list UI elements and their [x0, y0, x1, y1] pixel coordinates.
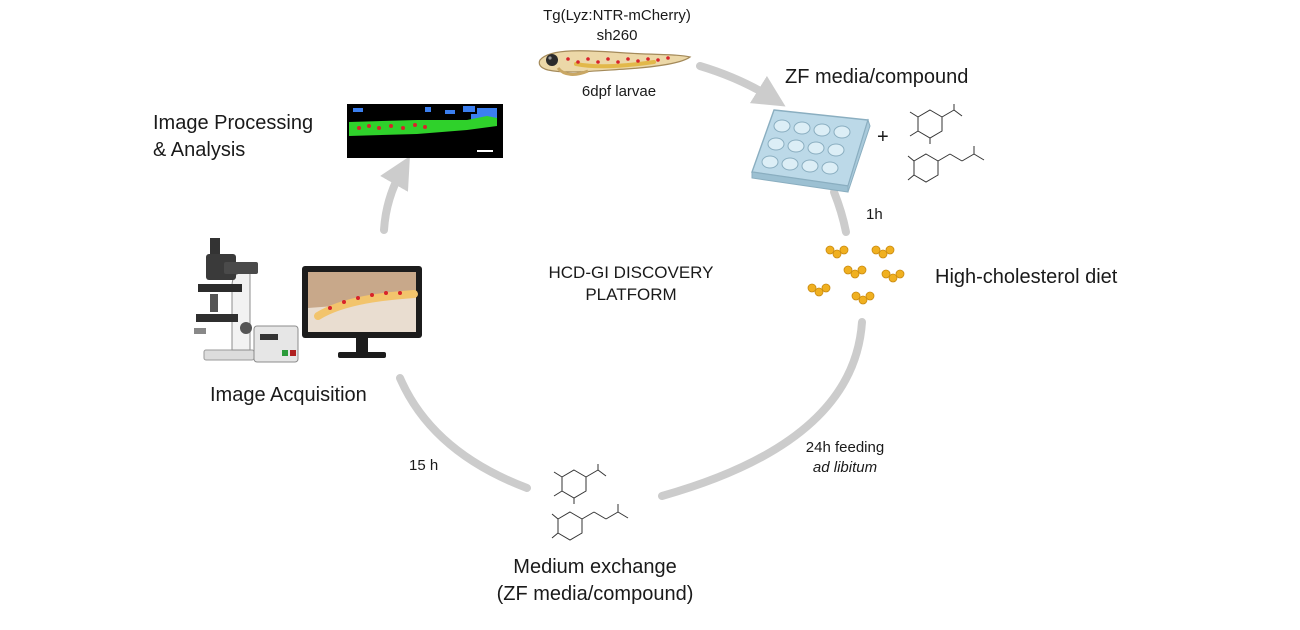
larvae-genotype-line1: Tg(Lyz:NTR-mCherry): [543, 7, 691, 24]
center-title-line1: HCD-GI DISCOVERY: [548, 263, 714, 282]
arrow-acquisition-to-processing: [380, 156, 410, 234]
monitor-icon: [302, 266, 422, 358]
diet-label: High-cholesterol diet: [935, 266, 1118, 288]
plus-sign: +: [877, 126, 889, 148]
acquisition-label: Image Acquisition: [210, 384, 367, 406]
center-title-line2: PLATFORM: [585, 285, 677, 304]
time-15h-label: 15 h: [409, 457, 439, 474]
larvae-stage-label: 6dpf larvae: [581, 83, 657, 100]
compound-structure-icon: [551, 464, 629, 541]
microscope-icon: [194, 238, 258, 361]
processing-line1: Image Processing: [153, 112, 314, 134]
larvae-genotype-line2: sh260: [596, 27, 638, 44]
feeding-line1: 24h feeding: [805, 439, 885, 456]
arrow-diet-to-feeding: [658, 318, 866, 500]
compound-structure-icon: [907, 104, 985, 183]
zf-media-label: ZF media/compound: [785, 66, 969, 88]
center-title: HCD-GI DISCOVERY PLATFORM: [549, 262, 714, 306]
controller-box-icon: [253, 325, 299, 363]
processing-label: Image Processing & Analysis: [153, 110, 313, 164]
analysis-image-icon: [347, 104, 503, 158]
well-plate-icon: [751, 109, 871, 193]
medium-exchange-line1: Medium exchange: [513, 556, 677, 578]
medium-exchange-line2: (ZF media/compound): [496, 583, 694, 605]
feeding-line2: ad libitum: [812, 459, 878, 476]
arrow-media-to-diet: [830, 188, 850, 236]
arrow-exchange-to-acquisition: [396, 374, 531, 492]
zebrafish-larva-icon: [538, 50, 692, 76]
cholesterol-pellet-icon: [807, 245, 905, 305]
medium-exchange-label: Medium exchange (ZF media/compound): [497, 554, 694, 608]
feeding-label: 24h feeding ad libitum: [806, 438, 884, 478]
processing-line2: & Analysis: [153, 139, 246, 161]
larvae-genotype-label: Tg(Lyz:NTR-mCherry) sh260: [543, 6, 691, 46]
time-1h-label: 1h: [866, 206, 883, 223]
arrow-larvae-to-media: [696, 62, 786, 107]
